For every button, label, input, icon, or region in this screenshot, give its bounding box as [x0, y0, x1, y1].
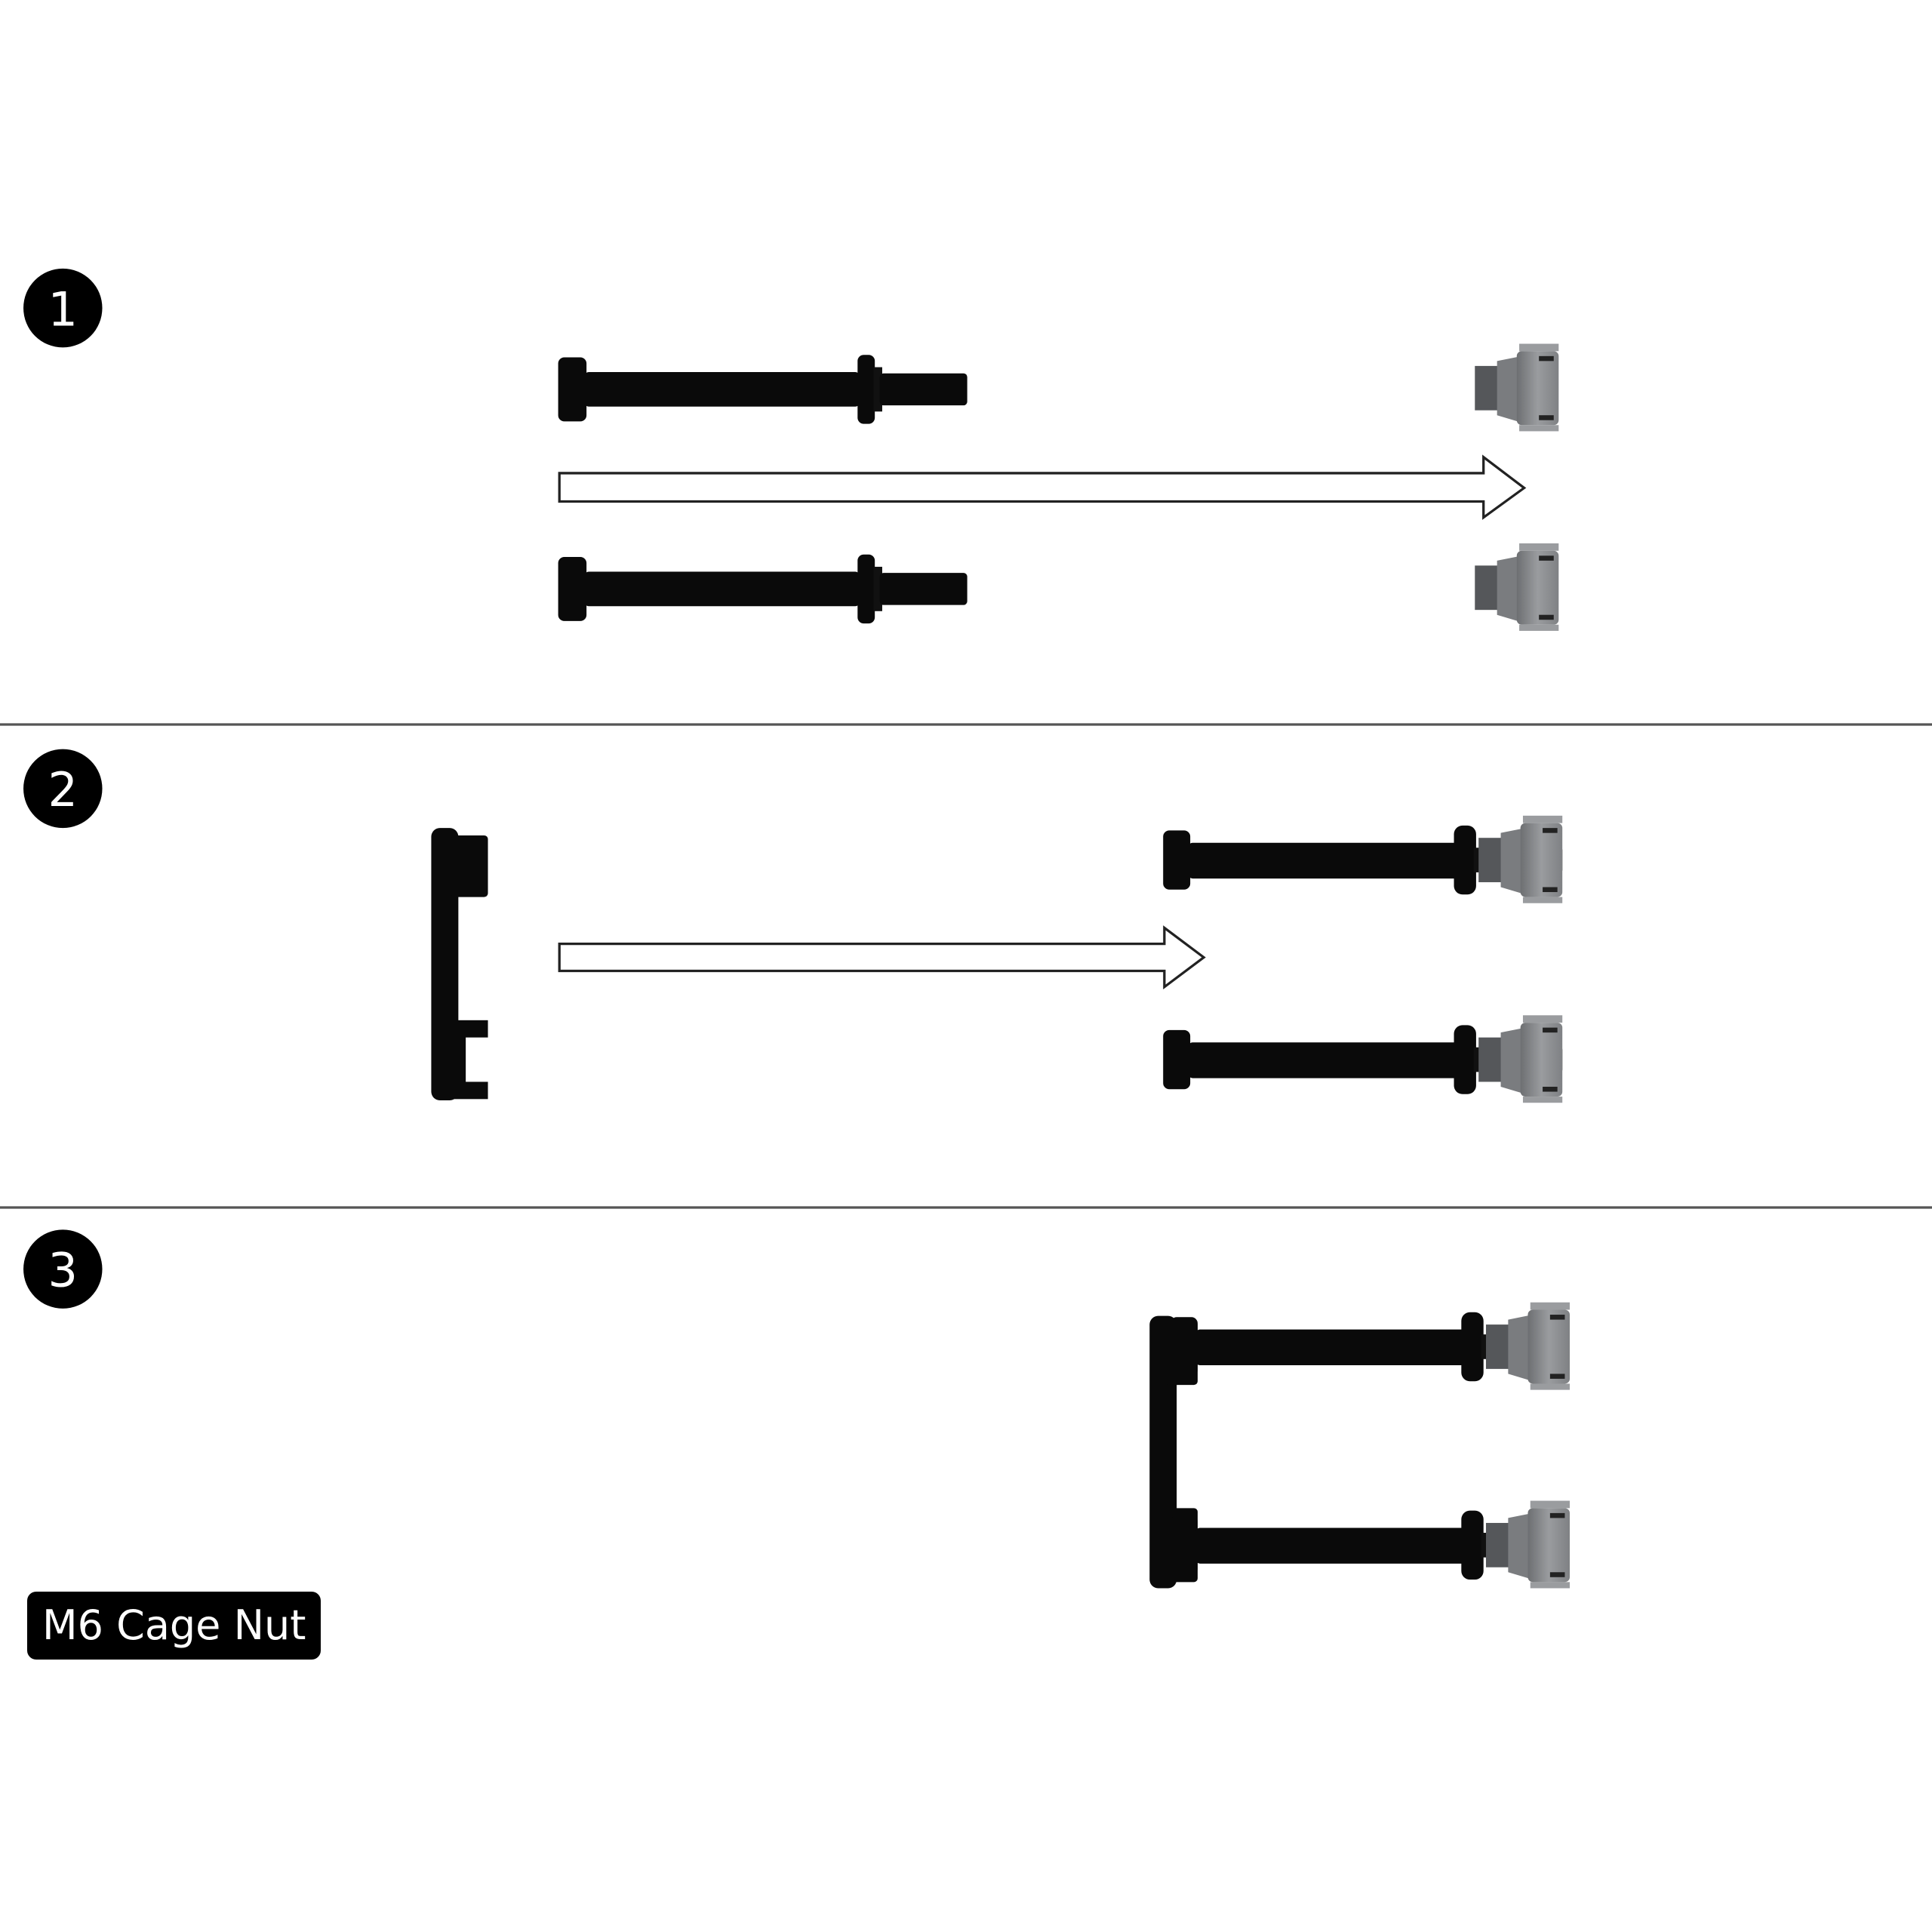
cage-nut-top: [1475, 343, 1559, 432]
step-3-marker: 3: [23, 1229, 103, 1309]
cage-nut-bottom: [1475, 543, 1559, 631]
bolt-bottom: [558, 554, 968, 624]
part-label: M6 Cage Nut: [27, 1592, 321, 1660]
step-3-number: 3: [48, 1243, 78, 1298]
step-2-number: 2: [48, 762, 78, 817]
bolt-top: [558, 355, 968, 424]
step-2-marker: 2: [23, 749, 103, 829]
bolt-with-nut-top: [1163, 816, 1562, 903]
bracket: [431, 828, 488, 1100]
assembled-bracket: [1149, 1303, 1570, 1589]
bolt-with-nut-bottom: [1163, 1015, 1562, 1103]
arrow-right-icon: [558, 454, 1527, 520]
step-1-marker: 1: [23, 268, 103, 348]
arrow-right-icon: [558, 925, 1206, 990]
step-1-number: 1: [48, 281, 78, 337]
